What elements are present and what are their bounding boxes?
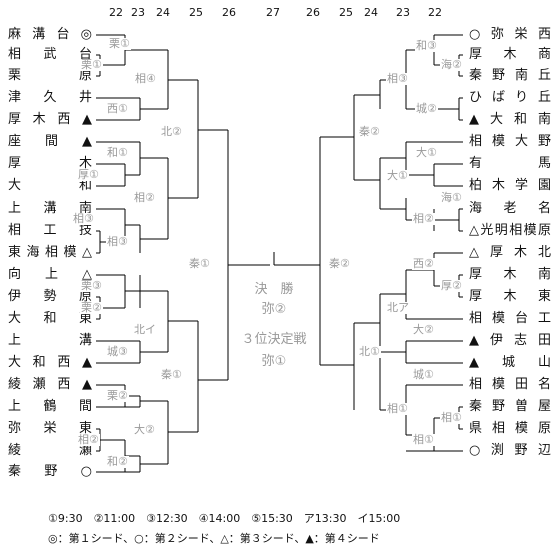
team-right-10: △光明相模原 [469,223,551,238]
match-label-left: 城③ [106,345,129,358]
date-left-3: 24 [156,6,170,19]
match-label-right: 海① [440,191,463,204]
team-left-1: 麻溝台◎ [8,27,92,42]
match-label-left: 西① [106,102,129,115]
team-right-16: ▲城山 [469,355,551,370]
final-label: 決 勝 [254,282,294,297]
date-right-3: 24 [364,6,378,19]
date-right-1: 26 [306,6,320,19]
team-left-16: 大和西▲ [8,355,92,370]
team-left-14: 大和東 [8,311,92,326]
team-left-7: 厚木 [8,156,92,171]
match-label-right: 相② [412,212,435,225]
team-left-17: 綾瀬西▲ [8,377,92,392]
team-right-8: 柏木学園 [469,178,551,193]
match-label-left: 相③ [72,212,95,225]
match-label-right: 和③ [415,39,438,52]
team-left-2: 相武台 [8,47,92,62]
team-right-1: ○弥栄西 [469,27,551,42]
team-right-15: ▲伊志田 [469,333,551,348]
team-left-11: 東海相模△ [8,245,92,260]
team-right-5: ▲大和南 [469,112,551,127]
match-label-right: 厚② [440,279,463,292]
team-right-9: 海老名 [469,201,551,216]
legend-times: ①9:30 ②11:00 ③12:30 ④14:00 ⑤15:30 ア13:30… [48,512,401,525]
team-left-6: 座間▲ [8,134,92,149]
team-left-12: 向上△ [8,267,92,282]
match-label-right: 相① [440,411,463,424]
date-left-1: 22 [109,6,123,19]
team-left-19: 弥栄東 [8,421,92,436]
team-left-15: 上溝 [8,333,92,348]
match-label-right: 相③ [386,72,409,85]
team-right-3: 秦野南丘 [469,68,551,83]
match-label-right: 北① [358,345,381,358]
date-left-4: 25 [189,6,203,19]
team-left-20: 綾瀬 [8,443,92,458]
team-right-12: 厚木南 [469,267,551,282]
match-label-right: 西② [412,257,435,270]
team-left-13: 伊勢原 [8,289,92,304]
match-label-left: 相③ [106,235,129,248]
match-label-left: 相② [77,433,100,446]
team-left-9: 上溝南 [8,201,92,216]
match-label-left: 秦① [188,257,211,270]
team-left-5: 厚木西▲ [8,112,92,127]
date-right-5: 22 [428,6,442,19]
team-left-21: 秦野○ [8,464,92,479]
match-label-right: 城② [415,102,438,115]
match-label-right: 海② [440,58,463,71]
team-right-13: 厚木東 [469,289,551,304]
legend-seeds: ◎：第１シード、○：第２シード、△：第３シード、▲：第４シード [48,532,380,545]
match-label-right: 秦② [328,257,351,270]
team-right-11: △厚木北 [469,245,551,260]
team-right-4: ひばり丘 [469,90,551,105]
final-slot: 弥② [261,302,287,317]
team-left-4: 津久井 [8,90,92,105]
team-right-7: 有馬 [469,156,551,171]
match-label-right: 相① [412,433,435,446]
match-label-left: 栗① [108,37,131,50]
match-label-right: 秦② [358,125,381,138]
team-left-8: 大和 [8,178,92,193]
match-label-right: 北ア [386,301,410,314]
match-label-left: 大② [133,423,156,436]
team-right-2: 厚木商 [469,47,551,62]
match-label-left: 秦① [160,368,183,381]
third-place-slot: 弥① [261,354,287,369]
team-right-6: 相模大野 [469,134,551,149]
match-label-left: 厚① [77,168,100,181]
team-right-18: 秦野曽屋 [469,399,551,414]
date-right-2: 25 [339,6,353,19]
match-label-left: 栗② [106,389,129,402]
match-label-right: 城① [412,368,435,381]
match-label-right: 大② [412,323,435,336]
date-right-4: 23 [396,6,410,19]
match-label-left: 栗② [80,301,103,314]
team-right-19: 県相模原 [469,421,551,436]
team-left-10: 相工技 [8,223,92,238]
third-place-label: ３位決定戦 [241,332,307,347]
match-label-left: 北イ [133,323,157,336]
match-label-left: 栗① [80,58,103,71]
match-label-right: 大① [386,169,409,182]
match-label-left: 和① [106,146,129,159]
match-label-left: 相② [133,191,156,204]
date-left-2: 23 [131,6,145,19]
team-right-17: 相模田名 [469,377,551,392]
date-left-5: 26 [222,6,236,19]
date-center: 27 [266,6,280,19]
team-left-3: 栗原 [8,68,92,83]
team-right-20: ○渕野辺 [469,443,551,458]
match-label-left: 相④ [134,72,157,85]
match-label-left: 北② [160,125,183,138]
match-label-left: 栗③ [80,279,103,292]
match-label-right: 相① [386,402,409,415]
team-right-14: 相模台工 [469,311,551,326]
team-left-18: 上鶴間 [8,399,92,414]
match-label-left: 和② [106,455,129,468]
match-label-right: 大① [415,146,438,159]
